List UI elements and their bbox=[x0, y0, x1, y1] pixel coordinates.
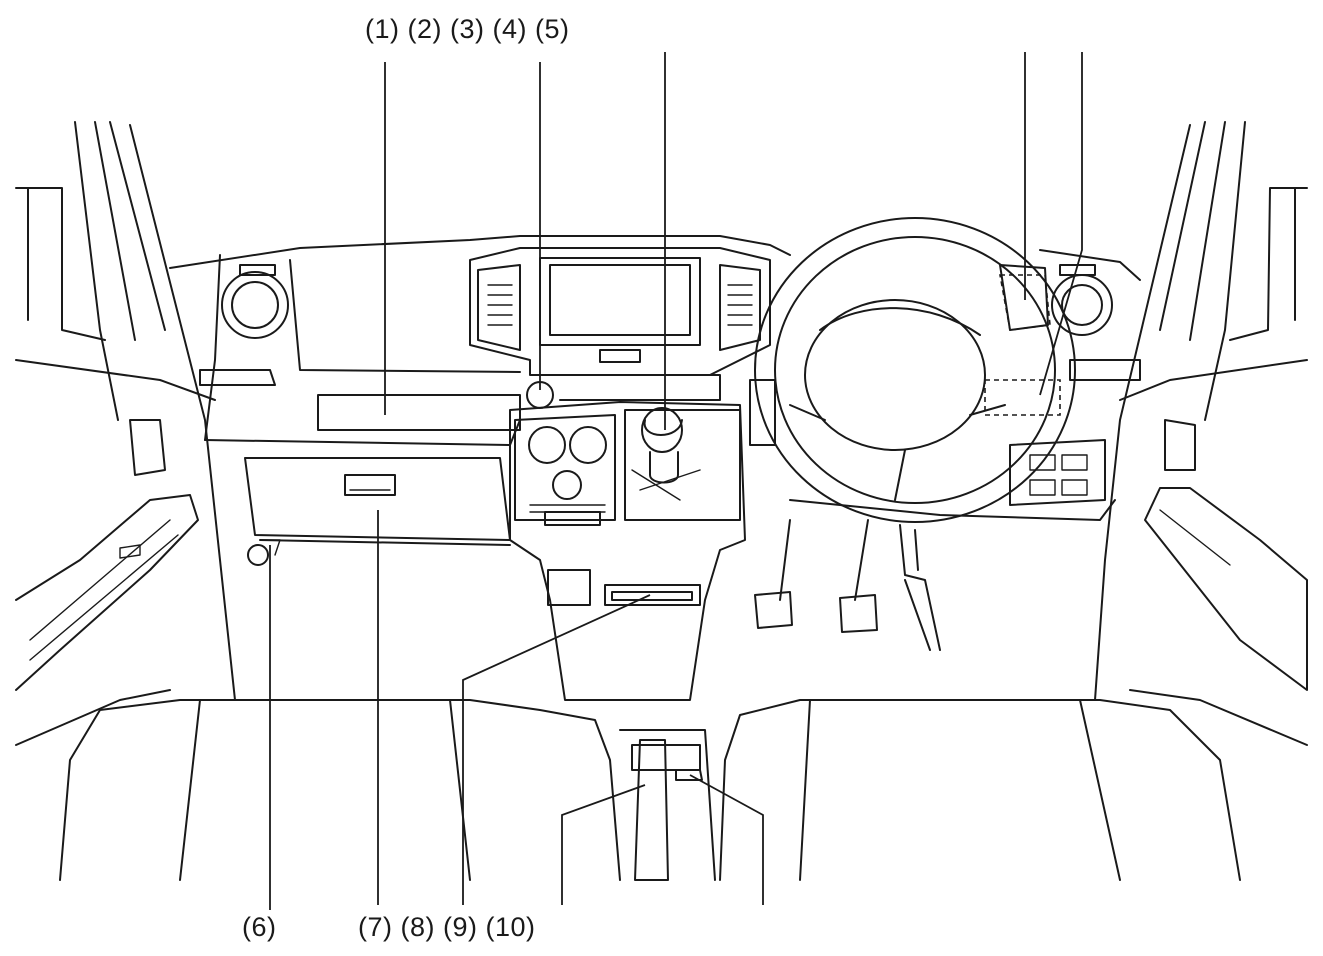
callout-bottom-left: (6) bbox=[242, 912, 277, 942]
pedals bbox=[754, 519, 941, 651]
callout-top: (1) (2) (3) (4) (5) bbox=[365, 14, 570, 44]
callout-bottom-center: (7) (8) (9) (10) bbox=[358, 912, 536, 942]
leader-9 bbox=[561, 784, 646, 905]
seats bbox=[59, 699, 1241, 881]
right-door bbox=[1094, 121, 1308, 746]
glove-box bbox=[244, 457, 511, 566]
leader-lines bbox=[269, 52, 1083, 910]
leader-10 bbox=[689, 774, 764, 905]
left-door bbox=[15, 121, 236, 746]
leader-8 bbox=[462, 594, 651, 905]
dashboard bbox=[169, 235, 1141, 446]
steering-wheel bbox=[749, 217, 1116, 523]
leader-3 bbox=[1039, 52, 1083, 396]
center-console bbox=[469, 247, 771, 701]
